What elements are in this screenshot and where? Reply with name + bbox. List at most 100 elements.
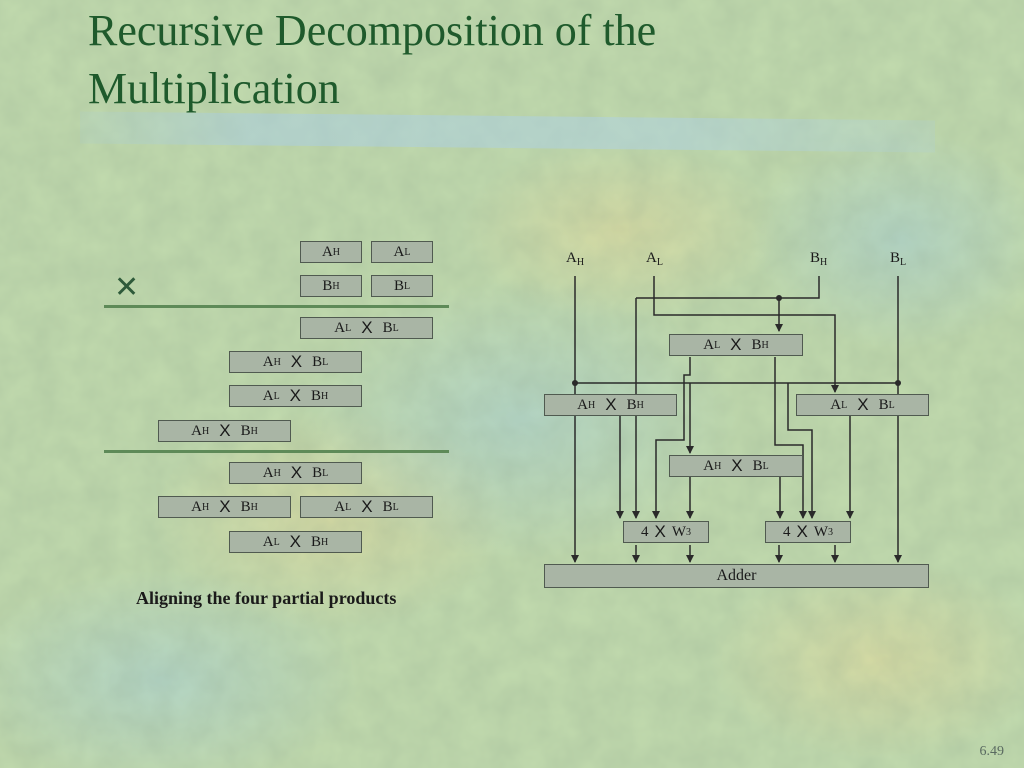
m4-a-sub: H [714,460,722,472]
input-bl-base: B [890,250,901,266]
wire-albh-to-shift1 [652,357,691,519]
m4-op: X [731,456,743,475]
slide-title: Recursive Decomposition of the Multiplic… [88,2,656,118]
junction-bl [895,380,901,386]
operand-a-low-base: A [393,243,405,260]
s1-op: X [654,522,666,541]
m3-a-sub: L [841,399,848,411]
ap4-a-sub: L [273,536,280,548]
ap1-op: X [290,463,303,482]
operand-b-high-sub: H [332,280,340,292]
m3-a: A [830,396,842,413]
ap4-op: X [289,532,302,551]
m1-a: A [703,336,715,353]
pp2-a-sub: H [273,356,281,368]
operand-a-high-sub: H [332,246,341,258]
m2-a: A [577,396,588,413]
s2-factor: 4 [782,523,791,540]
pp4-a: A [191,422,202,439]
m4-b: B [752,457,763,474]
ap1-a: A [262,464,274,481]
s2-w-sub: 3 [828,526,833,538]
ap3-a: A [334,498,346,515]
ap3-b-sub: L [392,501,399,513]
wire-al-to-al-bl [653,276,839,393]
operand-b-low-sub: L [403,280,411,292]
m3-b-sub: L [888,399,895,411]
operand-b-high-base: B [322,277,333,294]
pp4-a-sub: H [202,425,210,437]
ap2-b: B [240,498,251,515]
junction-bh [776,295,782,301]
m1-op: X [730,335,742,354]
pp1-a: A [334,319,346,336]
ap2-op: X [219,497,231,516]
pp2-a: A [262,353,274,370]
first-divider-line [104,305,449,308]
pp2-op: X [290,352,303,371]
m2-b-sub: H [636,399,644,411]
ap4-a: A [262,533,274,550]
m3-b: B [878,396,889,413]
ap3-a-sub: L [345,501,352,513]
pp1-b-sub: L [392,322,399,334]
slide-title-line-2: Multiplication [88,64,340,113]
ap2-a-sub: H [202,501,210,513]
input-ah-label: AH [566,250,584,268]
operand-a-low-sub: L [404,246,411,258]
pp4-op: X [219,421,231,440]
pp2-b-sub: L [322,356,329,368]
ap3-b: B [382,498,393,515]
alignment-caption: Aligning the four partial products [136,588,397,608]
m2-a-sub: H [588,399,596,411]
pp1-b: B [382,319,393,336]
ap1-b: B [312,464,323,481]
ap2-b-sub: H [250,501,258,513]
m1-b-sub: H [761,339,769,351]
wire-albh-to-shift2 [774,357,807,519]
slide-title-line-1: Recursive Decomposition of the [88,6,657,55]
input-ah-base: A [566,250,577,266]
adder-block: Adder [544,564,929,588]
ap1-b-sub: L [322,467,329,479]
pp3-a: A [262,387,274,404]
input-ah-sub: H [576,257,585,268]
operand-a-high-base: A [321,243,333,260]
m4-a: A [703,457,715,474]
input-bh-label: BH [810,250,827,268]
pp4-b: B [240,422,251,439]
pp3-b: B [311,387,322,404]
pp1-op: X [361,318,373,337]
pp2-b: B [312,353,323,370]
ap2-a: A [191,498,202,515]
m1-a-sub: L [714,339,721,351]
pp3-b-sub: H [321,390,329,402]
junction-ah [572,380,578,386]
m4-b-sub: L [762,460,769,472]
s1-w: W [671,523,686,540]
second-divider-line [104,450,449,453]
ap3-op: X [361,497,373,516]
s2-w: W [813,523,828,540]
multiply-symbol: ✕ [114,271,140,304]
wire-bh-bus [779,276,820,299]
operand-b-low-base: B [393,277,404,294]
input-al-label: AL [646,250,663,268]
pp1-a-sub: L [345,322,352,334]
